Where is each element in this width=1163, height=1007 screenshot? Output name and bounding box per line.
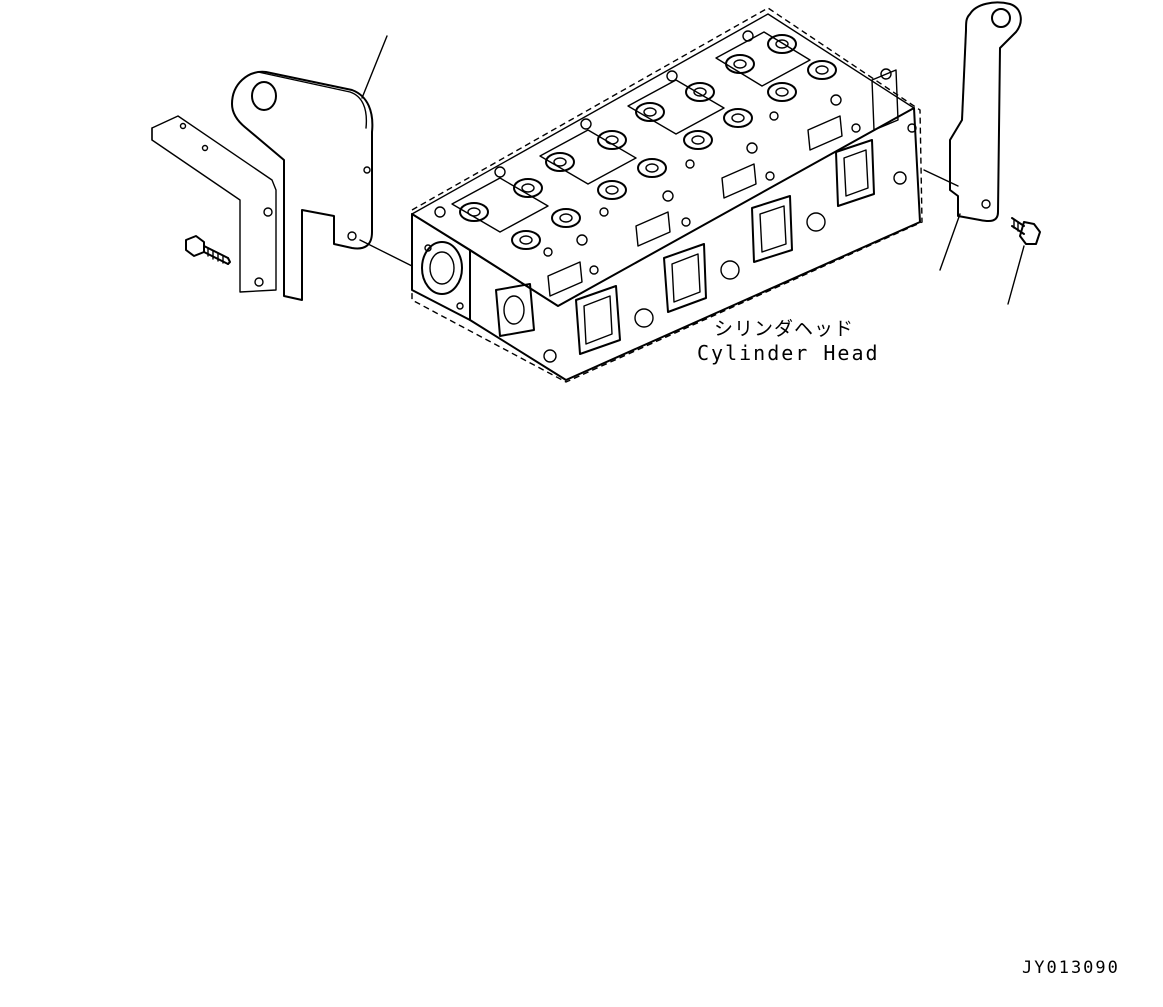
- right-bracket-drawing: [923, 1, 1022, 271]
- left-rear-bracket-phantom: [151, 115, 277, 293]
- cylinder-head-drawing: [411, 7, 923, 383]
- rocker-pockets: [451, 31, 811, 233]
- left-bracket-drawing: [231, 35, 413, 301]
- side-bosses: [543, 123, 917, 363]
- rocker-pads: [547, 69, 899, 297]
- bolt-icon: [1007, 217, 1041, 305]
- part-label-japanese: シリンダヘッド: [714, 318, 855, 340]
- port-flanges: [575, 139, 875, 355]
- bolt-icon: [185, 235, 231, 265]
- drawing-id: JY013090: [1022, 958, 1120, 978]
- part-label-english: Cylinder Head: [697, 341, 880, 365]
- top-deck-holes: [434, 30, 892, 275]
